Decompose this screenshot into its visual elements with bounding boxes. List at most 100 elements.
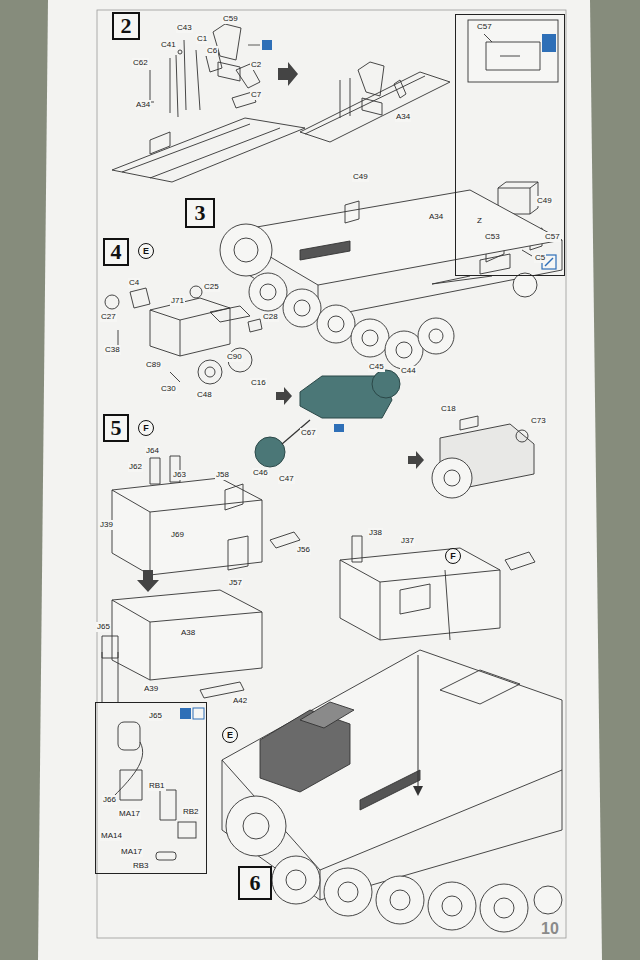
subassembly-circle: F [138, 420, 154, 436]
part-number: C18 [440, 404, 457, 414]
part-number: C48 [196, 390, 213, 400]
part-number: C30 [160, 384, 177, 394]
part-number: J66 [102, 795, 117, 805]
step-number: 6 [250, 870, 261, 896]
part-number: C45 [368, 362, 385, 372]
step-number: 5 [111, 415, 122, 441]
part-number: C44 [400, 366, 417, 376]
part-number: C4 [128, 278, 140, 288]
paint-icon [542, 34, 556, 52]
inset-bottom-drawing [102, 652, 196, 860]
subassembly-letter: F [143, 423, 149, 433]
part-number: A34 [135, 100, 151, 110]
part-number: C57 [476, 22, 493, 32]
part-number: C2 [250, 60, 262, 70]
part-number: MA17 [118, 809, 141, 819]
step6-hull [222, 650, 562, 932]
arrow-head [413, 786, 423, 796]
detail-inset: C57C49C53C57C5 [455, 14, 565, 276]
leader-line [248, 45, 260, 46]
drive-hub [372, 370, 400, 398]
part-number: J64 [145, 446, 160, 456]
step-number-box: 5 [103, 414, 129, 442]
step-number-box: 4 [103, 238, 129, 266]
subassembly-letter: F [450, 551, 456, 561]
step-number-box: 2 [112, 12, 140, 40]
subassembly-letter: E [227, 730, 233, 740]
part-number: C53 [484, 232, 501, 242]
part-number: C49 [536, 196, 553, 206]
paint-icon [334, 424, 344, 432]
part-number: C27 [100, 312, 117, 322]
part-number: C90 [226, 352, 243, 362]
part-number: J65 [148, 711, 163, 721]
part-number: C38 [104, 345, 121, 355]
part-number: RB2 [182, 807, 200, 817]
drive-hub [255, 437, 285, 467]
step3-hull [220, 190, 562, 369]
paint-icon [180, 708, 191, 719]
part-number: J69 [170, 530, 185, 540]
subassembly-circle: E [138, 243, 154, 259]
part-number: A34 [395, 112, 411, 122]
part-number: C6 [206, 46, 218, 56]
part-number: C67 [300, 428, 317, 438]
part-number: C73 [530, 416, 547, 426]
part-number: C16 [250, 378, 267, 388]
part-number: C7 [250, 90, 262, 100]
part-number: Z [476, 216, 483, 226]
page-number: 10 [540, 920, 560, 938]
part-number: MA14 [100, 831, 123, 841]
subassembly-letter: E [143, 246, 149, 256]
part-number: MA17 [120, 847, 143, 857]
part-number: C47 [278, 474, 295, 484]
part-number: C49 [352, 172, 369, 182]
part-number: C89 [145, 360, 162, 370]
part-number: A34 [428, 212, 444, 222]
part-number: C1 [196, 34, 208, 44]
part-number: J56 [296, 545, 311, 555]
subassembly-circle: E [222, 727, 238, 743]
step5-compartment-right [340, 536, 535, 640]
step-number: 4 [111, 239, 122, 265]
part-number: C28 [262, 312, 279, 322]
part-number: J38 [368, 528, 383, 538]
flow-arrow [137, 570, 159, 592]
part-number: RB1 [148, 781, 166, 791]
part-number: J37 [400, 536, 415, 546]
part-number: C41 [160, 40, 177, 50]
step4-parts [105, 286, 262, 384]
part-number: C59 [222, 14, 239, 24]
part-number: J58 [215, 470, 230, 480]
flow-arrow [278, 62, 298, 86]
step5-compartment [102, 456, 300, 698]
step-number: 2 [121, 13, 132, 39]
page-frame [97, 10, 566, 938]
part-number: C5 [534, 253, 546, 263]
part-number: J63 [172, 470, 187, 480]
flow-arrow [276, 387, 292, 405]
part-number: C25 [203, 282, 220, 292]
part-number: A38 [180, 628, 196, 638]
detail-inset: J65J66MA17MA14MA17RB1RB2RB3 [95, 702, 207, 874]
part-number: J62 [128, 462, 143, 472]
part-number: C57 [544, 232, 561, 242]
part-number: J71 [170, 296, 185, 306]
part-number: J65 [96, 622, 111, 632]
part-number: RB3 [132, 861, 150, 871]
assembly-line [445, 570, 450, 640]
paper-sheet [38, 0, 602, 960]
subassembly-circle: F [445, 548, 461, 564]
part-number: C46 [252, 468, 269, 478]
step-number: 3 [195, 200, 206, 226]
paint-icon [262, 40, 272, 50]
step2-drawing [112, 24, 450, 182]
step5-assembly [432, 416, 534, 498]
part-number: A39 [143, 684, 159, 694]
part-number: J57 [228, 578, 243, 588]
flow-arrow [408, 451, 424, 469]
part-number: J39 [99, 520, 114, 530]
part-number: C62 [132, 58, 149, 68]
